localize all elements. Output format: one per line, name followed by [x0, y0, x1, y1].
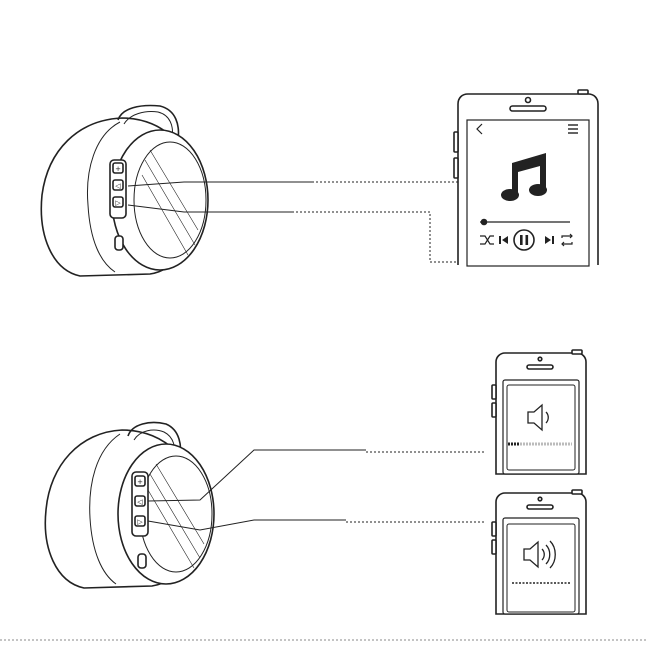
phone-volume-high — [492, 490, 586, 614]
svg-text:+: + — [137, 478, 143, 486]
phone-volume-low — [492, 350, 586, 474]
pause-icon — [514, 230, 534, 250]
top-headphone: + ◁ ▷ — [41, 106, 208, 276]
svg-text:+: + — [115, 165, 121, 173]
svg-text:▷: ▷ — [115, 199, 121, 207]
svg-text:◁: ◁ — [137, 498, 143, 506]
progress-knob — [482, 220, 487, 225]
bottom-headphone: + ◁ ▷ — [45, 423, 214, 589]
svg-text:▷: ▷ — [137, 518, 143, 526]
svg-text:◁: ◁ — [115, 182, 121, 190]
top-phone — [454, 90, 598, 266]
